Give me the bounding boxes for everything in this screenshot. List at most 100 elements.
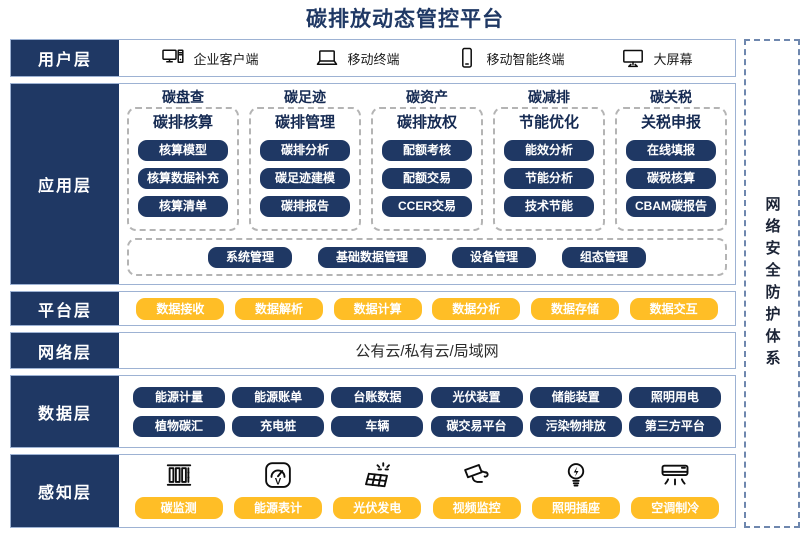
app-pill: CCER交易 bbox=[381, 196, 473, 217]
cctv-camera-icon bbox=[461, 460, 493, 490]
solar-panel-icon bbox=[361, 460, 393, 490]
data-row: 能源计量 能源账单 台账数据 光伏装置 储能装置 照明用电 bbox=[133, 386, 721, 408]
layer-data-label: 数据层 bbox=[11, 376, 119, 447]
desktop-client-icon bbox=[161, 48, 185, 68]
app-pill: 核算数据补充 bbox=[137, 168, 229, 189]
app-column-carbon-tariff: 碳关税 关税申报 在线填报 碳税核算 CBAM碳报告 bbox=[615, 88, 727, 231]
platform-pill: 数据分析 bbox=[432, 297, 521, 320]
app-pill: 碳排分析 bbox=[259, 140, 351, 161]
app-column-title: 碳盘查 bbox=[162, 89, 204, 105]
layer-data: 数据层 能源计量 能源账单 台账数据 光伏装置 储能装置 照明用电 植物碳汇 充… bbox=[10, 375, 736, 448]
data-pill: 车辆 bbox=[331, 415, 424, 437]
app-column-title: 碳减排 bbox=[528, 89, 570, 105]
app-column-carbon-reduction: 碳减排 节能优化 能效分析 节能分析 技术节能 bbox=[493, 88, 605, 231]
app-column-box: 关税申报 在线填报 碳税核算 CBAM碳报告 bbox=[615, 107, 727, 231]
platform-pill: 数据解析 bbox=[234, 297, 323, 320]
platform-pill: 数据交互 bbox=[629, 297, 718, 320]
app-column-heading: 碳排放权 bbox=[396, 114, 457, 131]
data-pill: 储能装置 bbox=[529, 386, 622, 408]
mgmt-pill: 组态管理 bbox=[562, 246, 647, 268]
app-pill: 核算清单 bbox=[137, 196, 229, 217]
app-column-title: 碳足迹 bbox=[284, 89, 326, 105]
user-item-smart-terminal: 移动智能终端 bbox=[456, 47, 565, 69]
layer-user-body: 企业客户端 移动终端 bbox=[119, 40, 735, 76]
app-column-box: 碳排核算 核算模型 核算数据补充 核算清单 bbox=[127, 107, 239, 231]
perception-pill: 碳监测 bbox=[134, 497, 223, 519]
data-pill: 光伏装置 bbox=[430, 386, 523, 408]
smartphone-icon bbox=[456, 47, 478, 69]
user-item-label: 大屏幕 bbox=[653, 51, 693, 67]
layer-platform-body: 数据接收 数据解析 数据计算 数据分析 数据存储 数据交互 bbox=[119, 292, 735, 325]
mgmt-pill: 系统管理 bbox=[207, 246, 292, 268]
app-pill: 技术节能 bbox=[503, 196, 595, 217]
layer-application-label: 应用层 bbox=[11, 84, 119, 284]
user-item-enterprise-client: 企业客户端 bbox=[161, 48, 259, 68]
layer-perception-body: 碳监测 V 能源表计 bbox=[119, 455, 735, 527]
perception-pill: 空调制冷 bbox=[631, 497, 720, 519]
perception-item-cctv: 视频监控 bbox=[432, 460, 521, 519]
data-pill: 台账数据 bbox=[331, 386, 424, 408]
data-pill: 污染物排放 bbox=[529, 415, 622, 437]
platform-pill: 数据存储 bbox=[530, 297, 619, 320]
perception-pill: 照明插座 bbox=[531, 497, 620, 519]
app-column-heading: 碳排管理 bbox=[274, 114, 335, 131]
air-conditioner-icon bbox=[659, 460, 691, 490]
app-pill: 碳税核算 bbox=[625, 168, 717, 189]
laptop-icon bbox=[315, 48, 339, 68]
security-sidebar-label: 网络安全防护体系 bbox=[763, 195, 781, 372]
perception-item-air-conditioner: 空调制冷 bbox=[631, 460, 720, 519]
app-column-box: 碳排管理 碳排分析 碳足迹建模 碳排报告 bbox=[249, 107, 361, 231]
app-column-carbon-asset: 碳资产 碳排放权 配额考核 配额交易 CCER交易 bbox=[371, 88, 483, 231]
app-pill: 配额交易 bbox=[381, 168, 473, 189]
platform-pill: 数据接收 bbox=[136, 297, 225, 320]
app-pill: 能效分析 bbox=[503, 140, 595, 161]
app-column-title: 碳关税 bbox=[650, 89, 692, 105]
diagram-layout: 用户层 企业客户端 bbox=[10, 39, 800, 528]
layer-application-body: 碳盘查 碳排核算 核算模型 核算数据补充 核算清单 碳足迹 碳排管理 bbox=[119, 84, 735, 284]
perception-item-solar: 光伏发电 bbox=[333, 460, 422, 519]
app-pill: 碳排报告 bbox=[259, 196, 351, 217]
data-pill: 碳交易平台 bbox=[430, 415, 523, 437]
data-row: 植物碳汇 充电桩 车辆 碳交易平台 污染物排放 第三方平台 bbox=[133, 415, 721, 437]
application-management-row: 系统管理 基础数据管理 设备管理 组态管理 bbox=[127, 238, 727, 276]
application-columns: 碳盘查 碳排核算 核算模型 核算数据补充 核算清单 碳足迹 碳排管理 bbox=[127, 88, 727, 231]
data-pill: 植物碳汇 bbox=[133, 415, 225, 437]
data-pill: 第三方平台 bbox=[628, 415, 721, 437]
user-item-label: 移动智能终端 bbox=[486, 51, 565, 67]
perception-pill: 光伏发电 bbox=[333, 497, 422, 519]
layer-platform: 平台层 数据接收 数据解析 数据计算 数据分析 数据存储 数据交互 bbox=[10, 291, 736, 326]
energy-meter-icon: V bbox=[262, 460, 294, 490]
data-pill: 照明用电 bbox=[628, 386, 721, 408]
app-column-box: 节能优化 能效分析 节能分析 技术节能 bbox=[493, 107, 605, 231]
app-pill: CBAM碳报告 bbox=[625, 196, 717, 217]
mgmt-pill: 基础数据管理 bbox=[317, 246, 426, 268]
layer-user: 用户层 企业客户端 bbox=[10, 39, 736, 77]
big-screen-icon bbox=[621, 48, 645, 68]
data-pill: 能源账单 bbox=[232, 386, 325, 408]
perception-pill: 能源表计 bbox=[233, 497, 322, 519]
security-sidebar: 网络安全防护体系 bbox=[744, 39, 800, 528]
perception-item-energy-meter: V 能源表计 bbox=[233, 460, 322, 519]
app-column-box: 碳排放权 配额考核 配额交易 CCER交易 bbox=[371, 107, 483, 231]
user-item-big-screen: 大屏幕 bbox=[621, 48, 693, 68]
app-pill: 节能分析 bbox=[503, 168, 595, 189]
app-pill: 在线填报 bbox=[625, 140, 717, 161]
layer-network-label: 网络层 bbox=[11, 333, 119, 368]
layer-data-body: 能源计量 能源账单 台账数据 光伏装置 储能装置 照明用电 植物碳汇 充电桩 车… bbox=[119, 376, 735, 447]
platform-pill: 数据计算 bbox=[333, 297, 422, 320]
layer-perception: 感知层 bbox=[10, 454, 736, 528]
layer-user-label: 用户层 bbox=[11, 40, 119, 76]
app-column-heading: 关税申报 bbox=[640, 114, 701, 131]
mgmt-pill: 设备管理 bbox=[452, 246, 537, 268]
app-pill: 配额考核 bbox=[381, 140, 473, 161]
page-title: 碳排放动态管控平台 bbox=[306, 8, 504, 31]
light-bulb-icon bbox=[560, 460, 592, 490]
layer-platform-label: 平台层 bbox=[11, 292, 119, 325]
layer-stack: 用户层 企业客户端 bbox=[10, 39, 736, 528]
app-column-carbon-footprint: 碳足迹 碳排管理 碳排分析 碳足迹建模 碳排报告 bbox=[249, 88, 361, 231]
svg-text:V: V bbox=[275, 477, 282, 487]
layer-network: 网络层 公有云/私有云/局域网 bbox=[10, 332, 736, 369]
carbon-monitor-icon bbox=[163, 460, 195, 490]
data-pill: 能源计量 bbox=[133, 386, 225, 408]
